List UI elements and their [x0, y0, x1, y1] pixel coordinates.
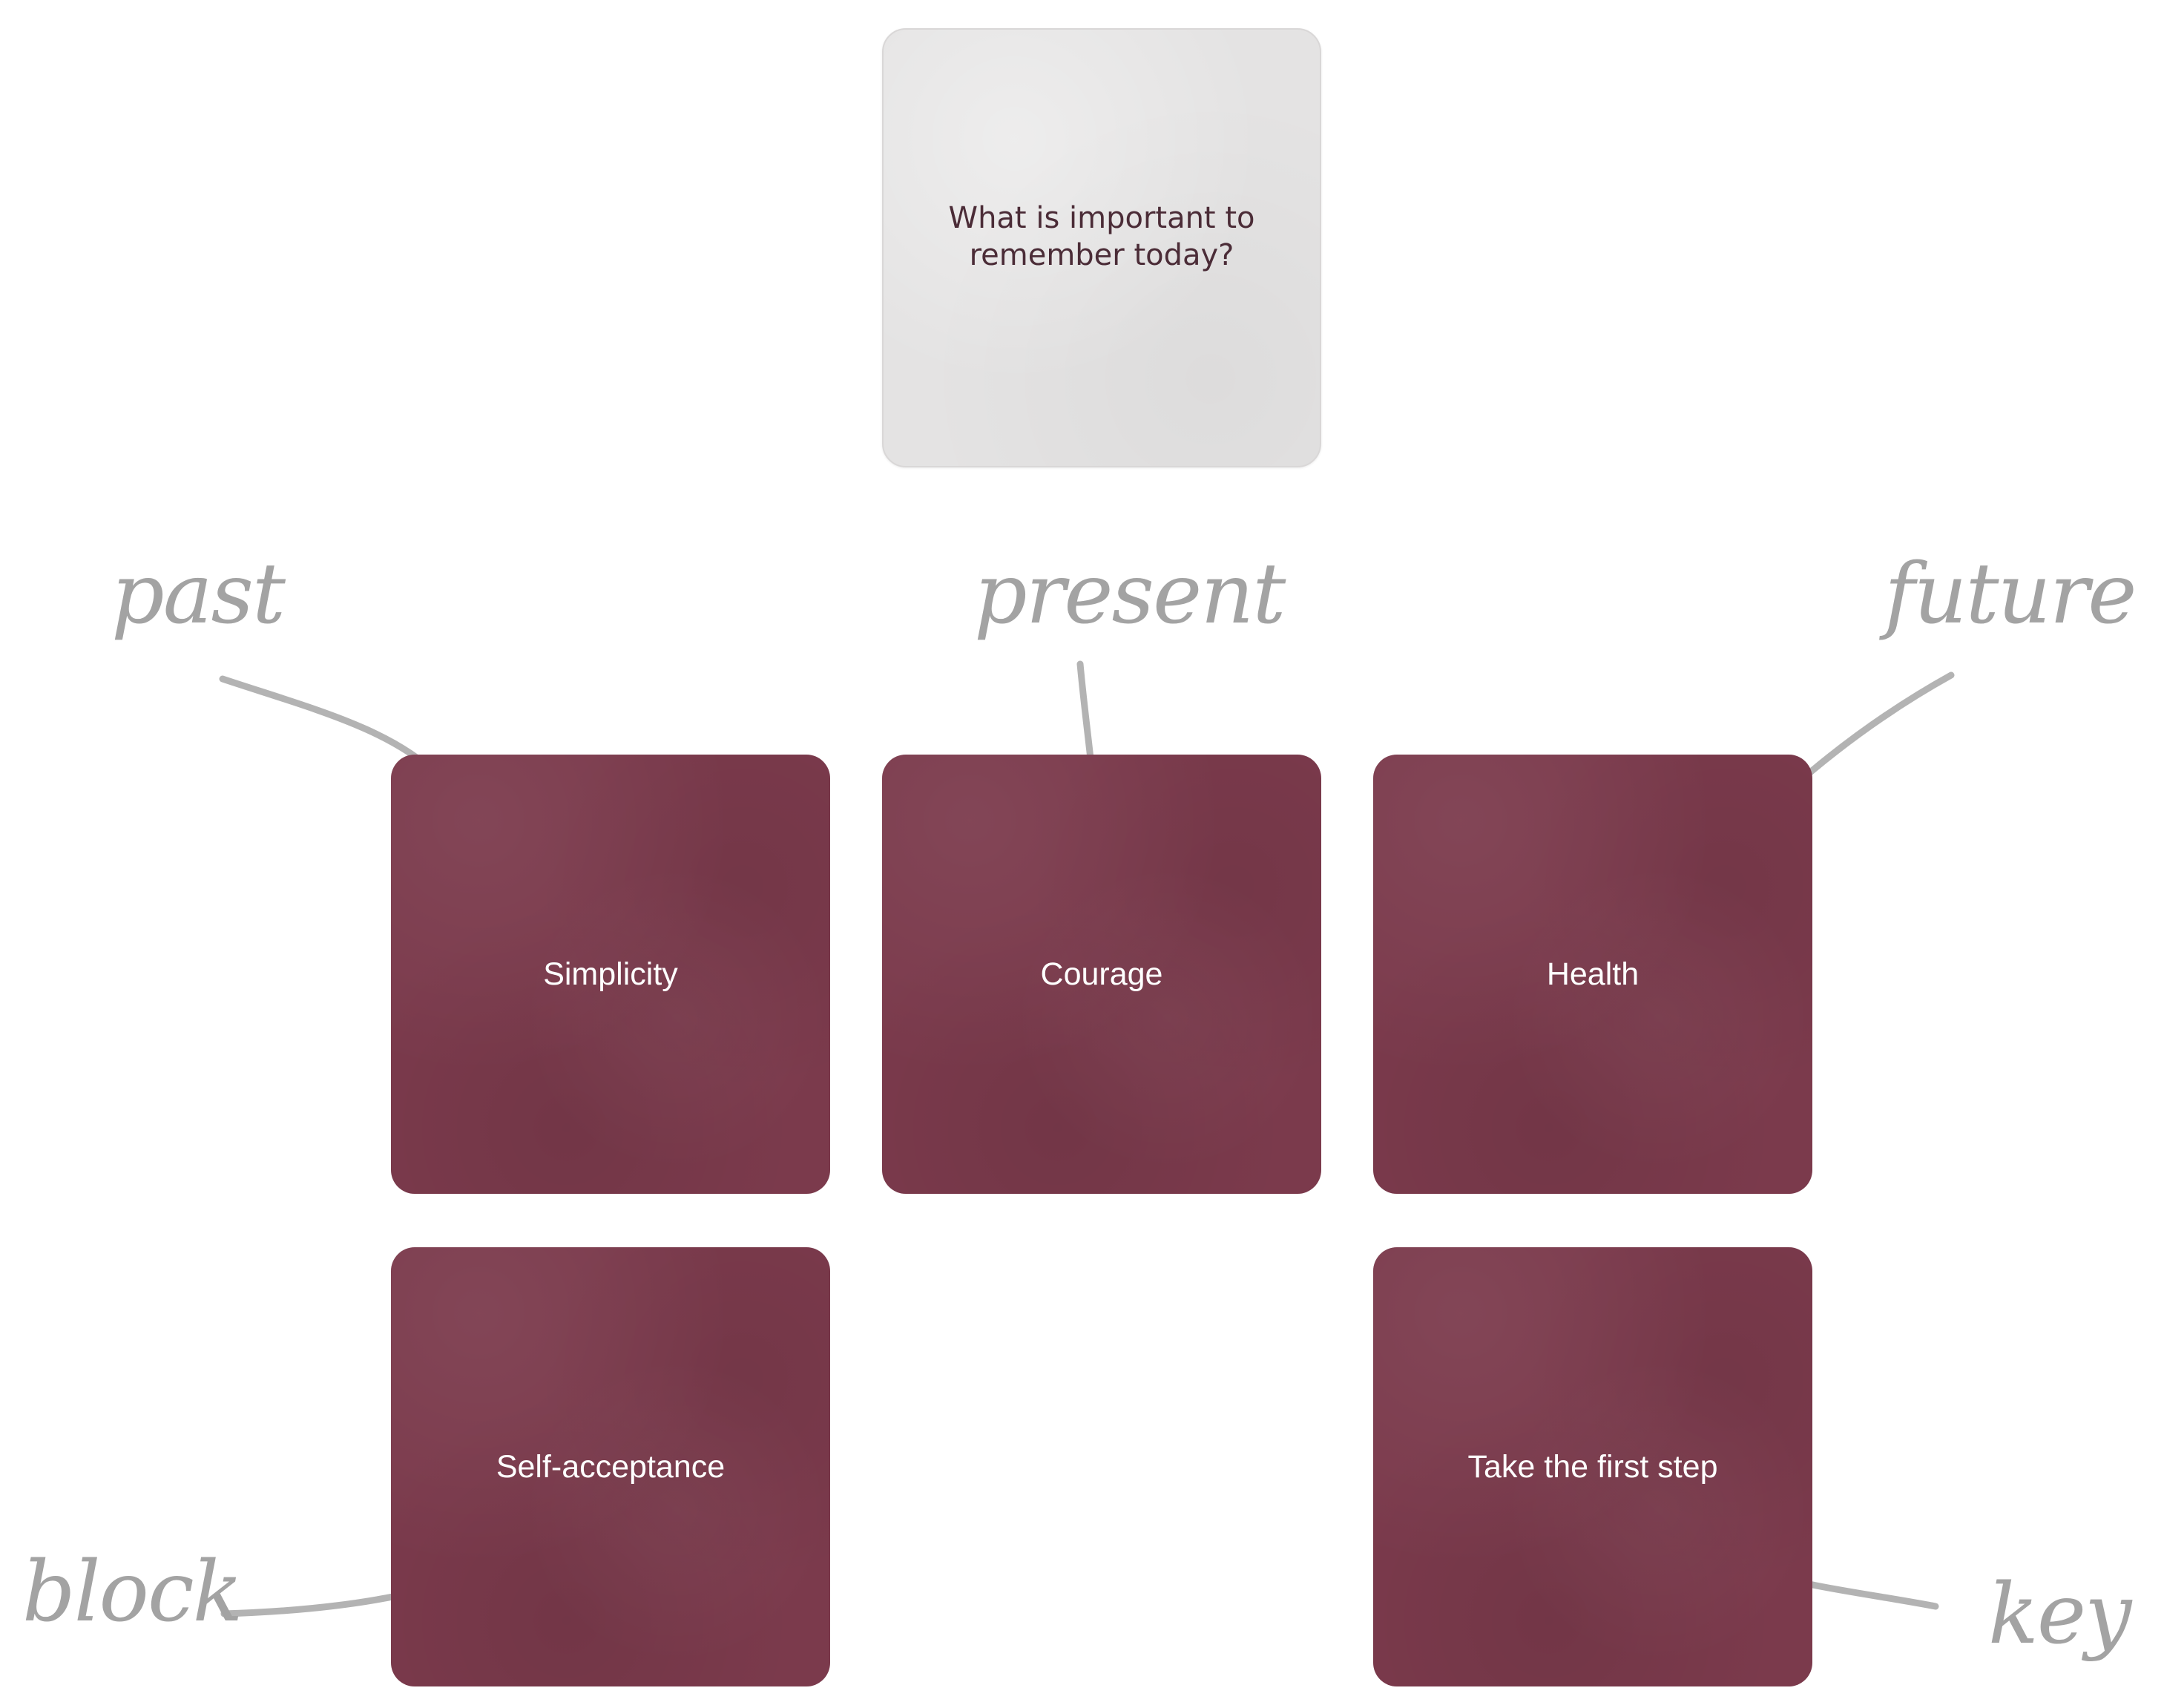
label-present: present — [974, 546, 1286, 643]
card-present[interactable]: Courage — [882, 755, 1321, 1194]
connector-block — [220, 1588, 421, 1617]
label-key: key — [1988, 1566, 2131, 1663]
label-past: past — [111, 546, 286, 643]
card-future[interactable]: Health — [1373, 755, 1812, 1194]
question-card[interactable]: What is important to remember today? — [882, 28, 1321, 467]
card-key[interactable]: Take the first step — [1373, 1247, 1812, 1686]
label-future: future — [1884, 546, 2137, 643]
card-block-text: Self-acceptance — [496, 1448, 726, 1485]
card-past-text: Simplicity — [543, 956, 678, 992]
card-past[interactable]: Simplicity — [391, 755, 830, 1194]
label-block: block — [22, 1544, 243, 1640]
card-block[interactable]: Self-acceptance — [391, 1247, 830, 1686]
card-future-text: Health — [1546, 956, 1640, 992]
card-present-text: Courage — [1040, 956, 1163, 992]
question-text: What is important to remember today? — [948, 201, 1255, 272]
card-key-text: Take the first step — [1467, 1448, 1718, 1485]
